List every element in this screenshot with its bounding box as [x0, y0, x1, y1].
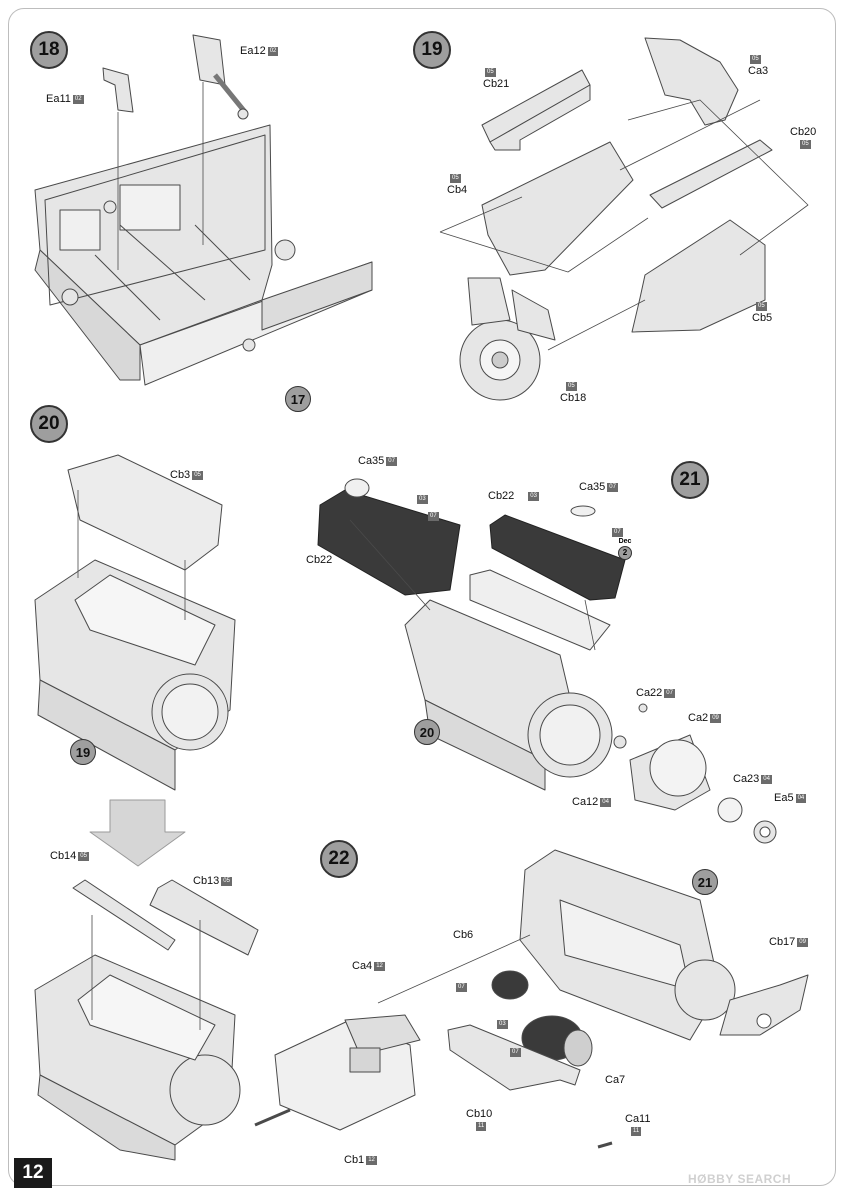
hull-assembly [34, 34, 373, 386]
color-code-tag: 07 [510, 1048, 521, 1057]
part-label-cb6: Cb6 [453, 929, 474, 941]
part-label-cb22-left: Cb22 [306, 554, 333, 566]
ref-21-marker: 21 [692, 869, 718, 895]
step-18-marker: 18 [30, 31, 68, 69]
color-code-tag: 07 [612, 528, 623, 537]
color-code-tag: 07 [428, 512, 439, 521]
engine-block-step20-bottom [34, 879, 259, 1161]
engine-exploded-step19 [439, 37, 809, 401]
step-20-marker: 20 [30, 405, 68, 443]
step-22-marker: 22 [320, 840, 358, 878]
color-code-tag: 03 [417, 495, 428, 504]
step-19-marker: 19 [413, 31, 451, 69]
part-label-ca7: Ca7 [605, 1074, 626, 1086]
color-code-tag: 07 [456, 983, 467, 992]
ref-17-marker: 17 [285, 386, 311, 412]
engine-step21 [317, 478, 777, 844]
ref-20-marker: 20 [414, 719, 440, 745]
engine-block-step20-top [34, 454, 236, 791]
step-21-marker: 21 [671, 461, 709, 499]
ref-19-marker: 19 [70, 739, 96, 765]
watermark-logo: HØBBY SEARCH [688, 1172, 792, 1186]
engine-step22 [254, 849, 809, 1149]
color-code-tag: 03 [497, 1020, 508, 1029]
decal-reference: Dec 2 [618, 538, 632, 560]
page-number: 12 [14, 1158, 52, 1188]
down-arrow-icon [89, 799, 186, 867]
